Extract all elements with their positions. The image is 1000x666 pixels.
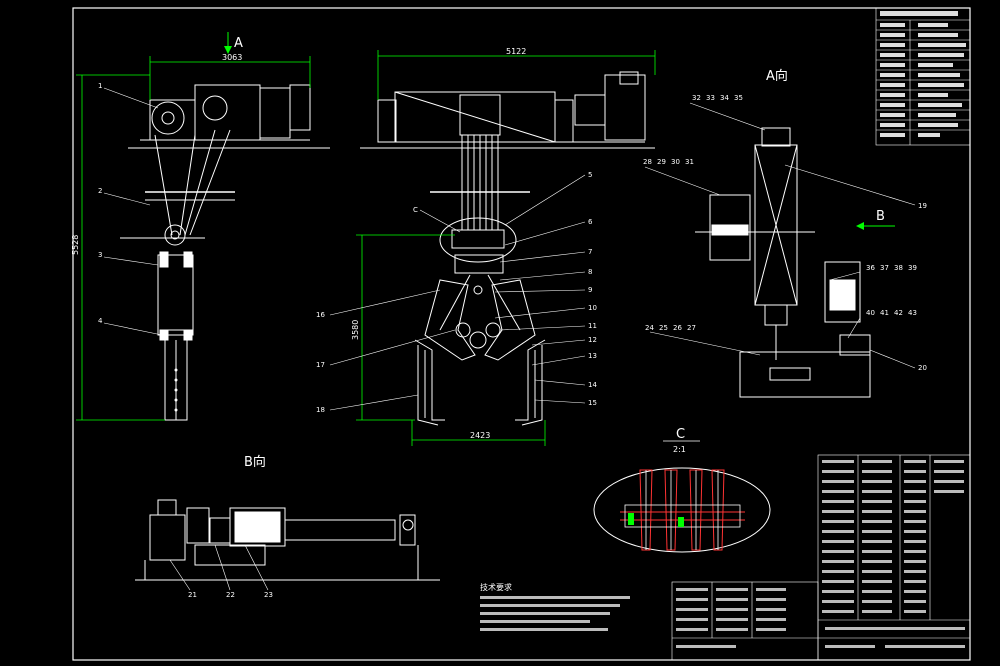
callout-21: 21 (188, 591, 197, 599)
callout-4: 4 (98, 317, 103, 325)
callout-13: 13 (588, 352, 597, 360)
callout-20: 20 (918, 364, 927, 372)
parameter-table-fills (880, 11, 966, 137)
detail-c-marker-left (628, 513, 634, 525)
detail-c-boundary (593, 467, 771, 553)
callout-24: 24 (645, 324, 654, 332)
callout-32: 32 (692, 94, 701, 102)
a-direction-view (695, 127, 871, 398)
parameter-table (875, 7, 971, 146)
parts-list-table (671, 454, 971, 661)
notes-lines (480, 596, 630, 631)
callout-35: 35 (734, 94, 743, 102)
detail-c-scale: 2:1 (673, 445, 686, 454)
callout-40: 40 (866, 309, 875, 317)
callout-41: 41 (880, 309, 889, 317)
callout-30: 30 (671, 158, 680, 166)
b-view-leaders (169, 544, 269, 591)
callout-8: 8 (588, 268, 592, 276)
view-a-heading: A向 (766, 68, 788, 84)
callout-19: 19 (918, 202, 927, 210)
callout-26: 26 (673, 324, 682, 332)
callout-23: 23 (264, 591, 273, 599)
b-direction-view (135, 499, 440, 581)
dimension-5528: 5528 (71, 235, 80, 255)
side-view-dimensions (76, 56, 311, 421)
dimension-2423: 2423 (470, 431, 490, 440)
a-view-leaders (644, 102, 916, 369)
view-b-arrowhead (856, 222, 864, 230)
callout-43: 43 (908, 309, 917, 317)
front-view (360, 71, 655, 426)
callout-29: 29 (657, 158, 666, 166)
side-view-leaders (103, 87, 163, 336)
view-b-heading: B向 (244, 454, 266, 470)
callout-39: 39 (908, 264, 917, 272)
view-b-label: B (876, 209, 885, 224)
callout-6: 6 (588, 218, 593, 226)
dimension-3580: 3580 (351, 320, 360, 340)
front-view-dimensions (356, 50, 656, 446)
callout-31: 31 (685, 158, 694, 166)
side-view-dots (174, 368, 178, 412)
notes-title: 技术要求 (480, 582, 512, 592)
callout-9: 9 (588, 286, 592, 294)
detail-c-marker-mid (678, 517, 684, 527)
callout-18: 18 (316, 406, 325, 414)
view-a-label: A (234, 36, 243, 51)
callout-34: 34 (720, 94, 729, 102)
callout-28: 28 (643, 158, 652, 166)
callout-3: 3 (98, 251, 102, 259)
callout-42: 42 (894, 309, 903, 317)
callout-1: 1 (98, 82, 102, 90)
callout-2: 2 (98, 187, 102, 195)
callout-14: 14 (588, 381, 597, 389)
callout-11: 11 (588, 322, 597, 330)
callout-c: C (413, 206, 418, 214)
callout-12: 12 (588, 336, 597, 344)
callout-7: 7 (588, 248, 592, 256)
detail-c-section (620, 469, 745, 551)
view-a-arrowhead (224, 46, 232, 54)
side-view (120, 84, 330, 421)
callout-36: 36 (866, 264, 875, 272)
callout-5: 5 (588, 171, 592, 179)
callout-25: 25 (659, 324, 668, 332)
callout-22: 22 (226, 591, 235, 599)
detail-c-label: C (676, 427, 685, 442)
callout-33: 33 (706, 94, 715, 102)
callout-17: 17 (316, 361, 325, 369)
parts-list-rows (676, 460, 965, 648)
callout-15: 15 (588, 399, 597, 407)
callout-16: 16 (316, 311, 325, 319)
drawing-border (72, 7, 971, 661)
callout-10: 10 (588, 304, 597, 312)
callout-37: 37 (880, 264, 889, 272)
callout-27: 27 (687, 324, 696, 332)
callout-38: 38 (894, 264, 903, 272)
dimension-3063: 3063 (222, 53, 242, 62)
dimension-5122: 5122 (506, 47, 526, 56)
front-view-leaders (329, 174, 586, 411)
